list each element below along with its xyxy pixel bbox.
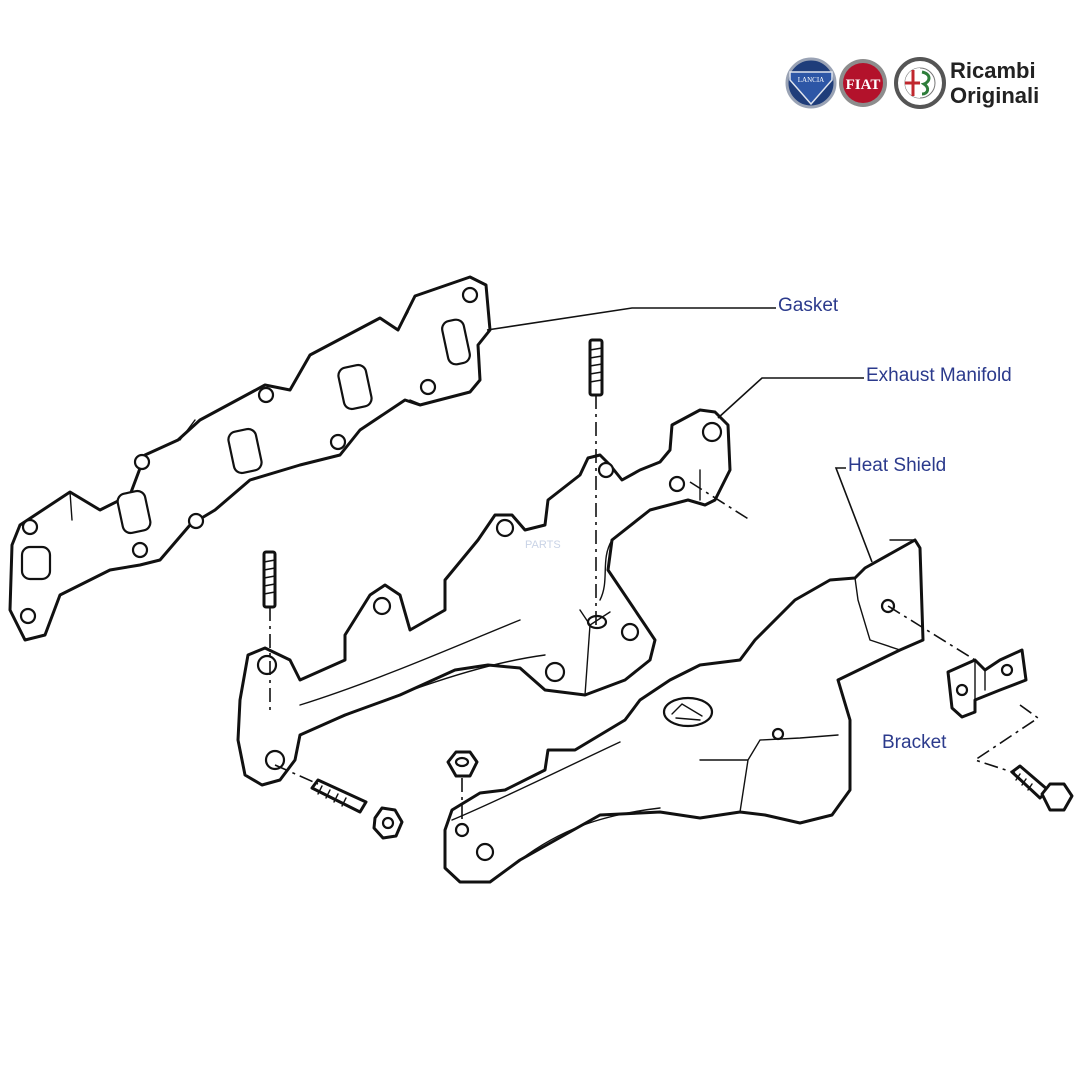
- brand-line-1: Ricambi: [950, 58, 1036, 83]
- svg-text:LANCIA: LANCIA: [798, 76, 824, 84]
- leader-lines: [486, 307, 873, 563]
- bolt-bracket-part: [1010, 764, 1074, 812]
- stud-lower-part: [310, 778, 368, 814]
- stud-left-part: [262, 550, 277, 609]
- stud-top-part: [588, 338, 604, 397]
- gasket-part: [8, 275, 492, 642]
- svg-text:FIAT: FIAT: [846, 77, 881, 93]
- label-exhaust-manifold: Exhaust Manifold: [866, 365, 1012, 386]
- label-bracket: Bracket: [882, 732, 947, 753]
- label-gasket: Gasket: [778, 295, 839, 316]
- nut-shield-part: [446, 750, 479, 778]
- lancia-logo-icon: LANCIA: [785, 57, 837, 109]
- brand-wordmark: Ricambi Originali: [950, 58, 1039, 108]
- bracket-part: [946, 648, 1028, 719]
- label-heat-shield: Heat Shield: [848, 455, 947, 476]
- alfa-romeo-logo-icon: [894, 57, 946, 109]
- svg-text:PARTS: PARTS: [525, 539, 561, 551]
- assembly-axes: [269, 395, 1040, 825]
- heat-shield-part: [443, 538, 925, 884]
- brand-line-2: Originali: [950, 83, 1040, 108]
- nut-lower-part: [372, 806, 404, 840]
- fiat-logo-icon: FIAT: [839, 59, 887, 107]
- exhaust-manifold-part: PARTS: [236, 408, 732, 787]
